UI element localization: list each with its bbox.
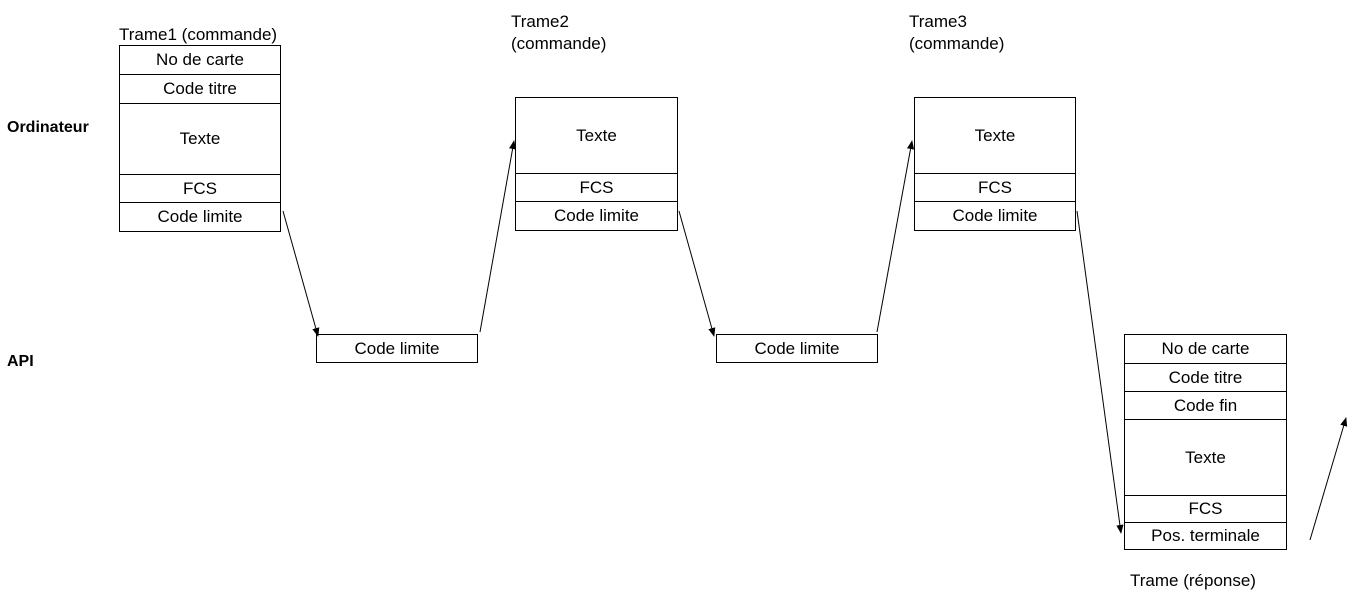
arrow-plc1-to-frame2 (479, 140, 517, 333)
response-cell-end-code: Code fin (1125, 392, 1286, 420)
response-cell-fcs: FCS (1125, 496, 1286, 523)
response-cell-text: Texte (1125, 420, 1286, 496)
frame1-title: Trame1 (commande) (119, 25, 278, 44)
response-cell-terminator: Pos. terminale (1151, 526, 1260, 545)
response-frame-block: No de carte Code titre Code fin Texte FC… (1124, 334, 1287, 550)
plc-terminator-box-1: Code limite (316, 334, 478, 363)
response-frame-title: Trame (réponse) (1130, 571, 1256, 590)
response-cell-header-code: Code titre (1125, 364, 1286, 392)
arrow-frame1-to-plc1 (282, 210, 320, 337)
frame3-title-line1: Trame3 (909, 12, 967, 31)
arrow-response-out (1309, 417, 1348, 541)
frame3-title-line2: (commande) (909, 34, 1005, 53)
frame1-cell-fcs: FCS (120, 175, 280, 203)
frame3-cell-fcs: FCS (915, 174, 1075, 202)
frame3-cell-text: Texte (915, 98, 1075, 174)
computer-label: Ordinateur (7, 119, 89, 136)
frame1-cell-header-code: Code titre (120, 75, 280, 104)
frame1-cell-unit-number: No de carte (120, 46, 280, 75)
frame1-block: No de carte Code titre Texte FCS Code li… (119, 45, 281, 232)
frame2-title-line2: (commande) (511, 34, 607, 53)
plc-label: API (7, 353, 34, 370)
frame3-block: Texte FCS Code limite (914, 97, 1076, 231)
frame3-cell-terminator: Code limite (952, 206, 1038, 225)
arrow-plc2-to-frame3 (876, 140, 915, 333)
frame2-cell-terminator: Code limite (553, 206, 640, 225)
frame2-block: Texte FCS Code limite (515, 97, 678, 231)
frame1-cell-terminator: Code limite (157, 207, 243, 226)
frame2-cell-text: Texte (516, 98, 677, 174)
plc-terminator-box-2: Code limite (716, 334, 878, 363)
arrow-frame2-to-plc2 (678, 210, 716, 337)
frame2-title-line1: Trame2 (511, 12, 569, 31)
frame1-cell-text: Texte (120, 104, 280, 175)
arrow-frame3-to-response (1076, 210, 1124, 534)
frame2-cell-fcs: FCS (516, 174, 677, 202)
response-cell-unit-number: No de carte (1125, 335, 1286, 364)
